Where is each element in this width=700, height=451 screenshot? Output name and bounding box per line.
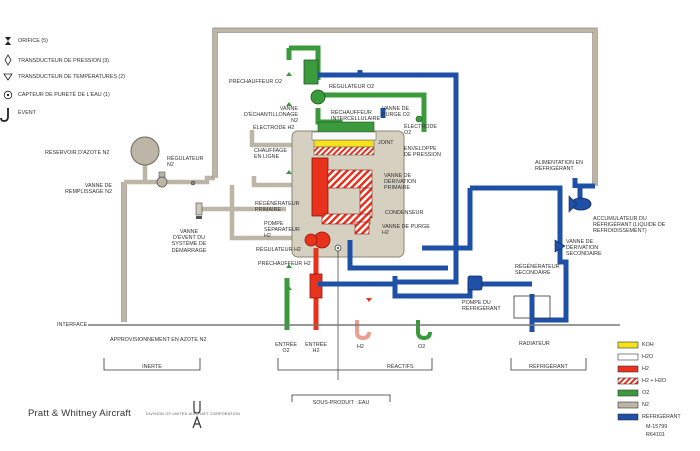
label-n2-regulator: RÉGULATEUR N2 xyxy=(167,156,204,169)
bracket-coolant xyxy=(510,358,587,371)
koh-layer xyxy=(313,139,375,148)
label-h2-preheater: PRÉCHAUFFEUR H2 xyxy=(258,261,311,267)
primary-bypass-valve-shape xyxy=(327,169,373,189)
label-h2-out: H2 xyxy=(357,344,364,350)
label-o2-electrode: ÉLECTRODE O2 xyxy=(404,124,437,137)
purity-sensor-icon xyxy=(3,90,13,100)
o2-regulator-icon xyxy=(310,89,326,105)
o2-purge-valve-icon xyxy=(415,115,423,123)
label-sampling-valve: VANNE D'ÉCHANTILLONAGE N2 xyxy=(243,106,298,125)
o2-vent-icon xyxy=(416,320,432,341)
h2-regulator-icon xyxy=(304,233,318,247)
orifice-icon xyxy=(5,37,11,45)
label-seal: JOINT xyxy=(378,140,394,146)
bracket-inert xyxy=(103,358,201,371)
n2-pressure-transducer-icon xyxy=(190,180,196,186)
label-h2-inlet: ENTRÉE H2 xyxy=(305,342,327,355)
legend-h2o: H2O xyxy=(642,354,654,360)
legend-temperature-transducer: TRANSDUCTEUR DE TEMPÉRATURES (2) xyxy=(18,74,126,80)
bracket-label-coolant: RÉFRIGÉRANT xyxy=(529,364,568,370)
label-intercell-heater: RÉCHAUFFEUR INTERCELLULAIRE xyxy=(331,110,381,123)
brand-name: Pratt & Whitney Aircraft xyxy=(28,408,131,419)
legend-koh: KOH xyxy=(642,342,654,348)
legend-h2-h2o: H2 + H2O xyxy=(642,378,667,384)
h2-h2o-layer xyxy=(313,146,375,156)
temperature-transducer-icon xyxy=(3,73,13,81)
label-pressure-envelope: ENVELOPPE DE PRESSION xyxy=(404,146,441,159)
label-o2-regulator: RÉGULATEUR O2 xyxy=(329,84,375,90)
label-interface: INTERFACE xyxy=(57,322,88,328)
label-h2-separator-pump: POMPE SÉPARATEUR H2 xyxy=(264,221,300,240)
legend-h2: H2 xyxy=(642,366,649,372)
label-h2-regulator: RÉGULATEUR H2 xyxy=(256,247,301,253)
label-o2-preheater: PRÉCHAUFFEUR O2 xyxy=(228,79,282,85)
bracket-label-byproduct: SOUS-PRODUIT : EAU xyxy=(312,400,370,406)
secondary-bypass-valve-icon xyxy=(554,239,566,253)
electrode-layer xyxy=(311,131,377,141)
pressure-transducer-icon xyxy=(4,54,12,66)
label-coolant-supply: ALIMENTATION EN RÉFRIGÉRANT xyxy=(535,160,584,173)
brand-division: DIVISION OF UNITED AIRCRAFT CORPORATION xyxy=(146,412,241,416)
legend-pressure-transducer: TRANSDUCTEUR DE PRESSION (3) xyxy=(18,58,110,64)
label-primary-bypass-valve: VANNE DE DÉRIVATION PRIMAIRE xyxy=(384,173,417,192)
h2-return-duct xyxy=(359,187,373,219)
label-o2-purge-valve: VANNE DE PURGE O2 xyxy=(382,106,410,119)
legend-o2: O2 xyxy=(642,390,650,396)
label-startup-vent-valve: VANNE D'ÉVENT DU SYSTÈME DE DÉMARRAGE xyxy=(171,229,207,254)
n2-piping-outline xyxy=(121,27,598,322)
startup-vent-valve-icon xyxy=(195,202,203,219)
label-secondary-bypass-valve: VANNE DE DÉRIVATION SECONDAIRE xyxy=(566,239,602,258)
label-n2-tank: RÉSERVOIR D'AZOTE N2 xyxy=(45,150,110,156)
o2-preheater-shape xyxy=(303,59,319,85)
label-n2-supply: APPROVISIONNEMENT EN AZOTE N2 xyxy=(110,337,207,343)
label-condenser: CONDENSEUR xyxy=(385,210,424,216)
intercell-heater-shape xyxy=(317,121,375,133)
label-primary-regenerator: RÉGÉNÉRATEUR PRIMAIRE xyxy=(255,201,300,214)
legend-coolant: RÉFRIGÉRANT xyxy=(642,414,681,420)
h2-flow-arrows xyxy=(366,298,372,302)
label-secondary-regenerator: RÉGÉNÉRATEUR SECONDAIRE xyxy=(515,264,560,277)
label-o2-out: O2 xyxy=(418,344,426,350)
label-coolant-pump: POMPE DU RÉFRIGÉRANT xyxy=(462,300,501,313)
legend-orifice: ORIFICE (5) xyxy=(18,38,48,44)
label-h2-purge-valve: VANNE DE PURGE H2 xyxy=(382,224,430,237)
water-purity-sensor-icon xyxy=(334,244,342,252)
h2-purge-valve-shape xyxy=(354,221,370,235)
color-legend xyxy=(617,341,639,421)
bracket-label-reactants: RÉACTIFS xyxy=(387,364,414,370)
condenser-shape xyxy=(321,213,371,225)
n2-tank-icon xyxy=(130,136,160,166)
vent-icon xyxy=(0,108,9,122)
coolant-accumulator-icon xyxy=(568,195,592,213)
label-o2-inlet: ENTRÉE O2 xyxy=(275,342,297,355)
n2-regulator-icon xyxy=(156,171,168,188)
h2-vent-icon xyxy=(355,320,371,341)
drawing-revision: R64101 xyxy=(646,432,665,438)
legend-vent: ÉVENT xyxy=(18,110,36,116)
bracket-reactants xyxy=(277,358,433,371)
bracket-label-inert: INERTE xyxy=(142,364,162,370)
label-n2-fill-valve: VANNE DE REMPLISSAGE N2 xyxy=(64,183,112,196)
label-coolant-accumulator: ACCUMULATEUR DU RÉFRIGÉRANT (LIQUIDE DE … xyxy=(593,216,666,235)
legend-n2: N2 xyxy=(642,402,649,408)
primary-regenerator-shape xyxy=(311,157,329,217)
flow-arrows xyxy=(286,72,292,290)
label-h2-electrode: ÉLECTRODE H2 xyxy=(253,125,295,131)
legend-purity-sensor: CAPTEUR DE PURETÉ DE L'EAU (1) xyxy=(18,92,110,98)
bracket-byproduct xyxy=(291,394,391,402)
drawing-number: M-15799 xyxy=(646,424,668,430)
pw-logo-icon xyxy=(192,401,202,429)
label-inline-heater: CHAUFFAGE EN LIGNE xyxy=(254,148,287,161)
coolant-pump-icon xyxy=(467,275,483,291)
label-radiator: RADIATEUR xyxy=(519,341,550,347)
